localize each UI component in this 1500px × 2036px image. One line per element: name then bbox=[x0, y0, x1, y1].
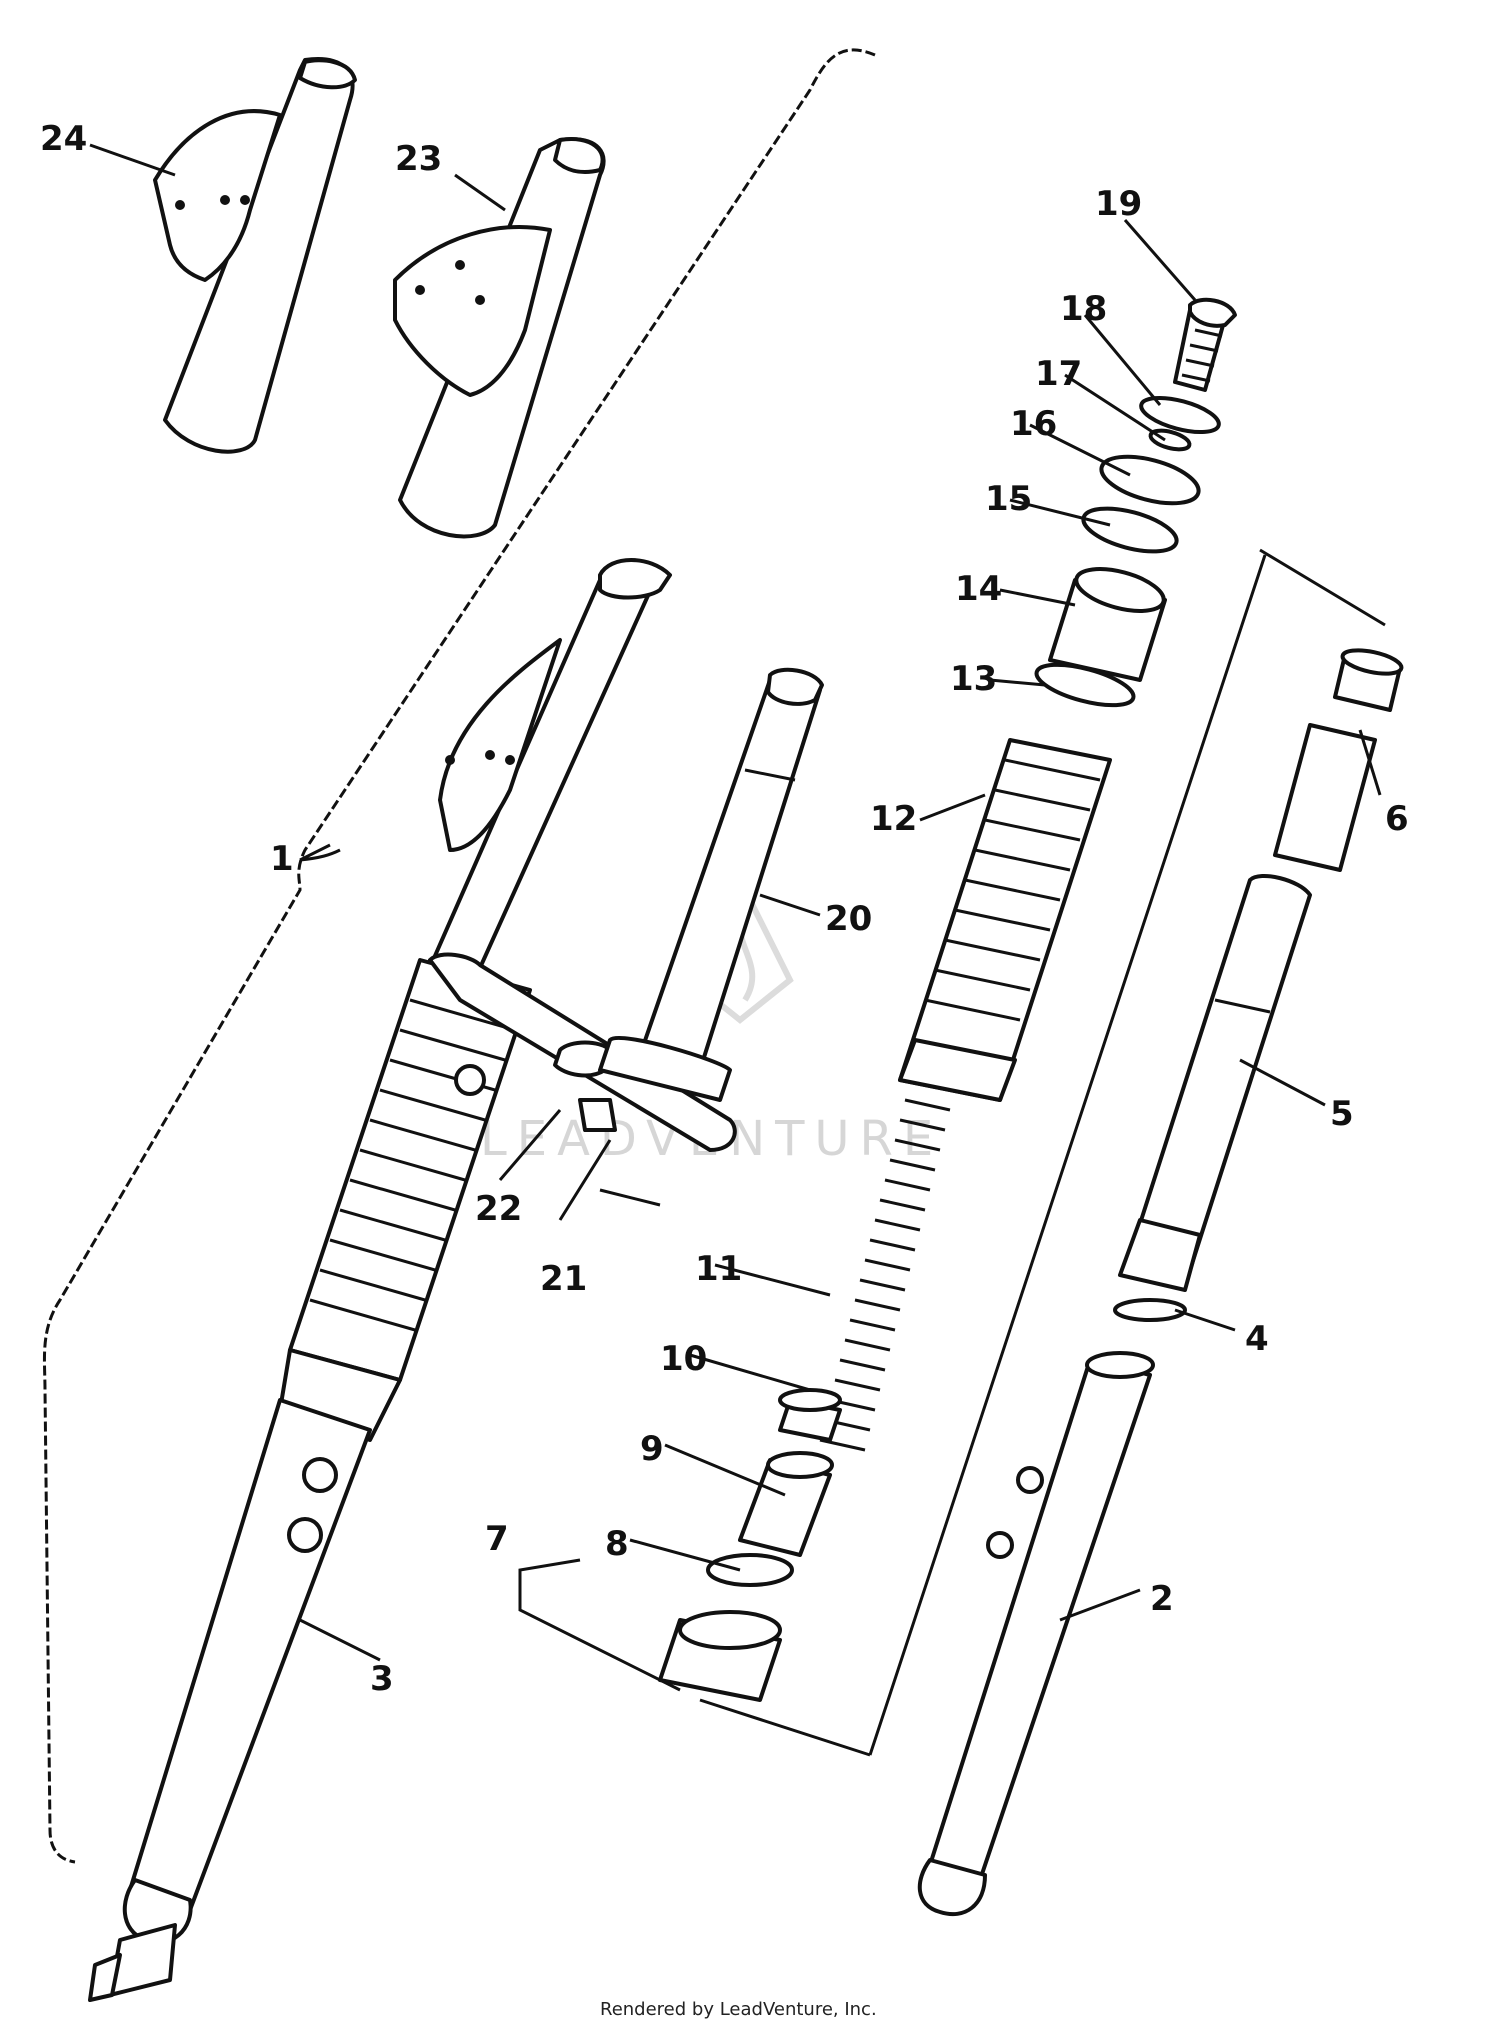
callout-5: 5 bbox=[1330, 1094, 1354, 1134]
part-20-inner-tube bbox=[598, 667, 824, 1102]
right-fork-parts bbox=[917, 648, 1404, 1917]
fork-clamp bbox=[428, 952, 737, 1152]
callout-1: 1 bbox=[270, 839, 294, 879]
bracket-item-1 bbox=[42, 48, 876, 1864]
part-11-fork-spring bbox=[819, 1098, 951, 1452]
callout-9: 9 bbox=[640, 1429, 664, 1469]
callout-15: 15 bbox=[985, 479, 1032, 519]
callout-11: 11 bbox=[695, 1249, 742, 1289]
part-24-lamp-bracket bbox=[153, 57, 357, 454]
corner-badge bbox=[88, 1923, 177, 2002]
bracket-item-7 bbox=[518, 1558, 681, 1692]
callout-16: 16 bbox=[1010, 404, 1057, 444]
callout-12: 12 bbox=[870, 799, 917, 839]
callout-labels: 1 2 3 4 5 6 7 8 9 10 11 12 13 14 15 16 1… bbox=[40, 119, 1409, 1699]
callout-17: 17 bbox=[1035, 354, 1082, 394]
callout-8: 8 bbox=[605, 1524, 629, 1564]
callout-24: 24 bbox=[40, 119, 87, 159]
part-23-lamp-bracket bbox=[393, 137, 606, 539]
callout-7: 7 bbox=[485, 1519, 509, 1559]
left-fork-assembly bbox=[122, 558, 672, 1945]
callout-6: 6 bbox=[1385, 799, 1409, 839]
callout-10: 10 bbox=[660, 1339, 707, 1379]
part-12-dust-boot bbox=[898, 738, 1112, 1102]
bracket-right-assembly bbox=[699, 548, 1386, 1757]
callout-13: 13 bbox=[950, 659, 997, 699]
callout-3: 3 bbox=[370, 1659, 394, 1699]
callout-20: 20 bbox=[825, 899, 872, 939]
lower-fork-parts bbox=[658, 1388, 842, 1702]
callout-23: 23 bbox=[395, 139, 442, 179]
callout-2: 2 bbox=[1150, 1579, 1174, 1619]
callout-14: 14 bbox=[955, 569, 1002, 609]
leader-lines bbox=[89, 143, 1382, 1662]
callout-4: 4 bbox=[1245, 1319, 1269, 1359]
callout-18: 18 bbox=[1060, 289, 1107, 329]
credit-text: Rendered by LeadVenture, Inc. bbox=[600, 1999, 877, 2020]
callout-22: 22 bbox=[475, 1189, 522, 1229]
upper-fork-parts bbox=[1034, 297, 1237, 708]
callout-21: 21 bbox=[540, 1259, 587, 1299]
callout-19: 19 bbox=[1095, 184, 1142, 224]
